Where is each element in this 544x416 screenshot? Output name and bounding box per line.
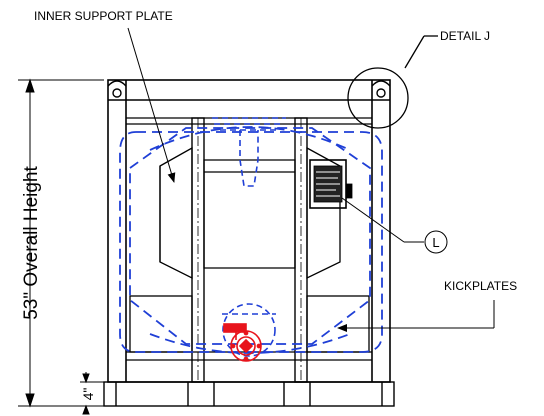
lifting-lug-left — [107, 80, 127, 98]
detail-j-label: DETAIL J — [440, 29, 490, 43]
inner-support-plate-left — [159, 146, 193, 280]
bottom-height-dimension — [80, 372, 104, 415]
lifting-lug-right — [371, 80, 391, 98]
hidden-tank-outline — [119, 126, 383, 354]
hidden-bottom-outlet — [222, 303, 276, 357]
outlet-valve — [223, 323, 262, 362]
callout-l-label: L — [432, 235, 439, 250]
base-skid — [103, 381, 395, 407]
inner-support-plate-center — [203, 159, 296, 269]
kickplates-leader — [337, 300, 495, 332]
detail-j-callout — [347, 35, 438, 129]
top-beam — [126, 117, 372, 125]
bottom-dimension-label: 4" — [80, 388, 96, 401]
height-dimension — [18, 78, 104, 408]
nameplate — [309, 159, 353, 209]
callout-l-leader — [341, 197, 448, 254]
inner-support-plate-leader — [127, 27, 176, 183]
inner-support-plate-label: INNER SUPPORT PLATE — [34, 9, 173, 23]
hidden-top-fitting — [212, 117, 286, 187]
overall-height-label: 53" Overall Height — [21, 166, 42, 320]
kickplates-label: KICKPLATES — [444, 279, 517, 293]
post-centerlines — [197, 118, 302, 382]
